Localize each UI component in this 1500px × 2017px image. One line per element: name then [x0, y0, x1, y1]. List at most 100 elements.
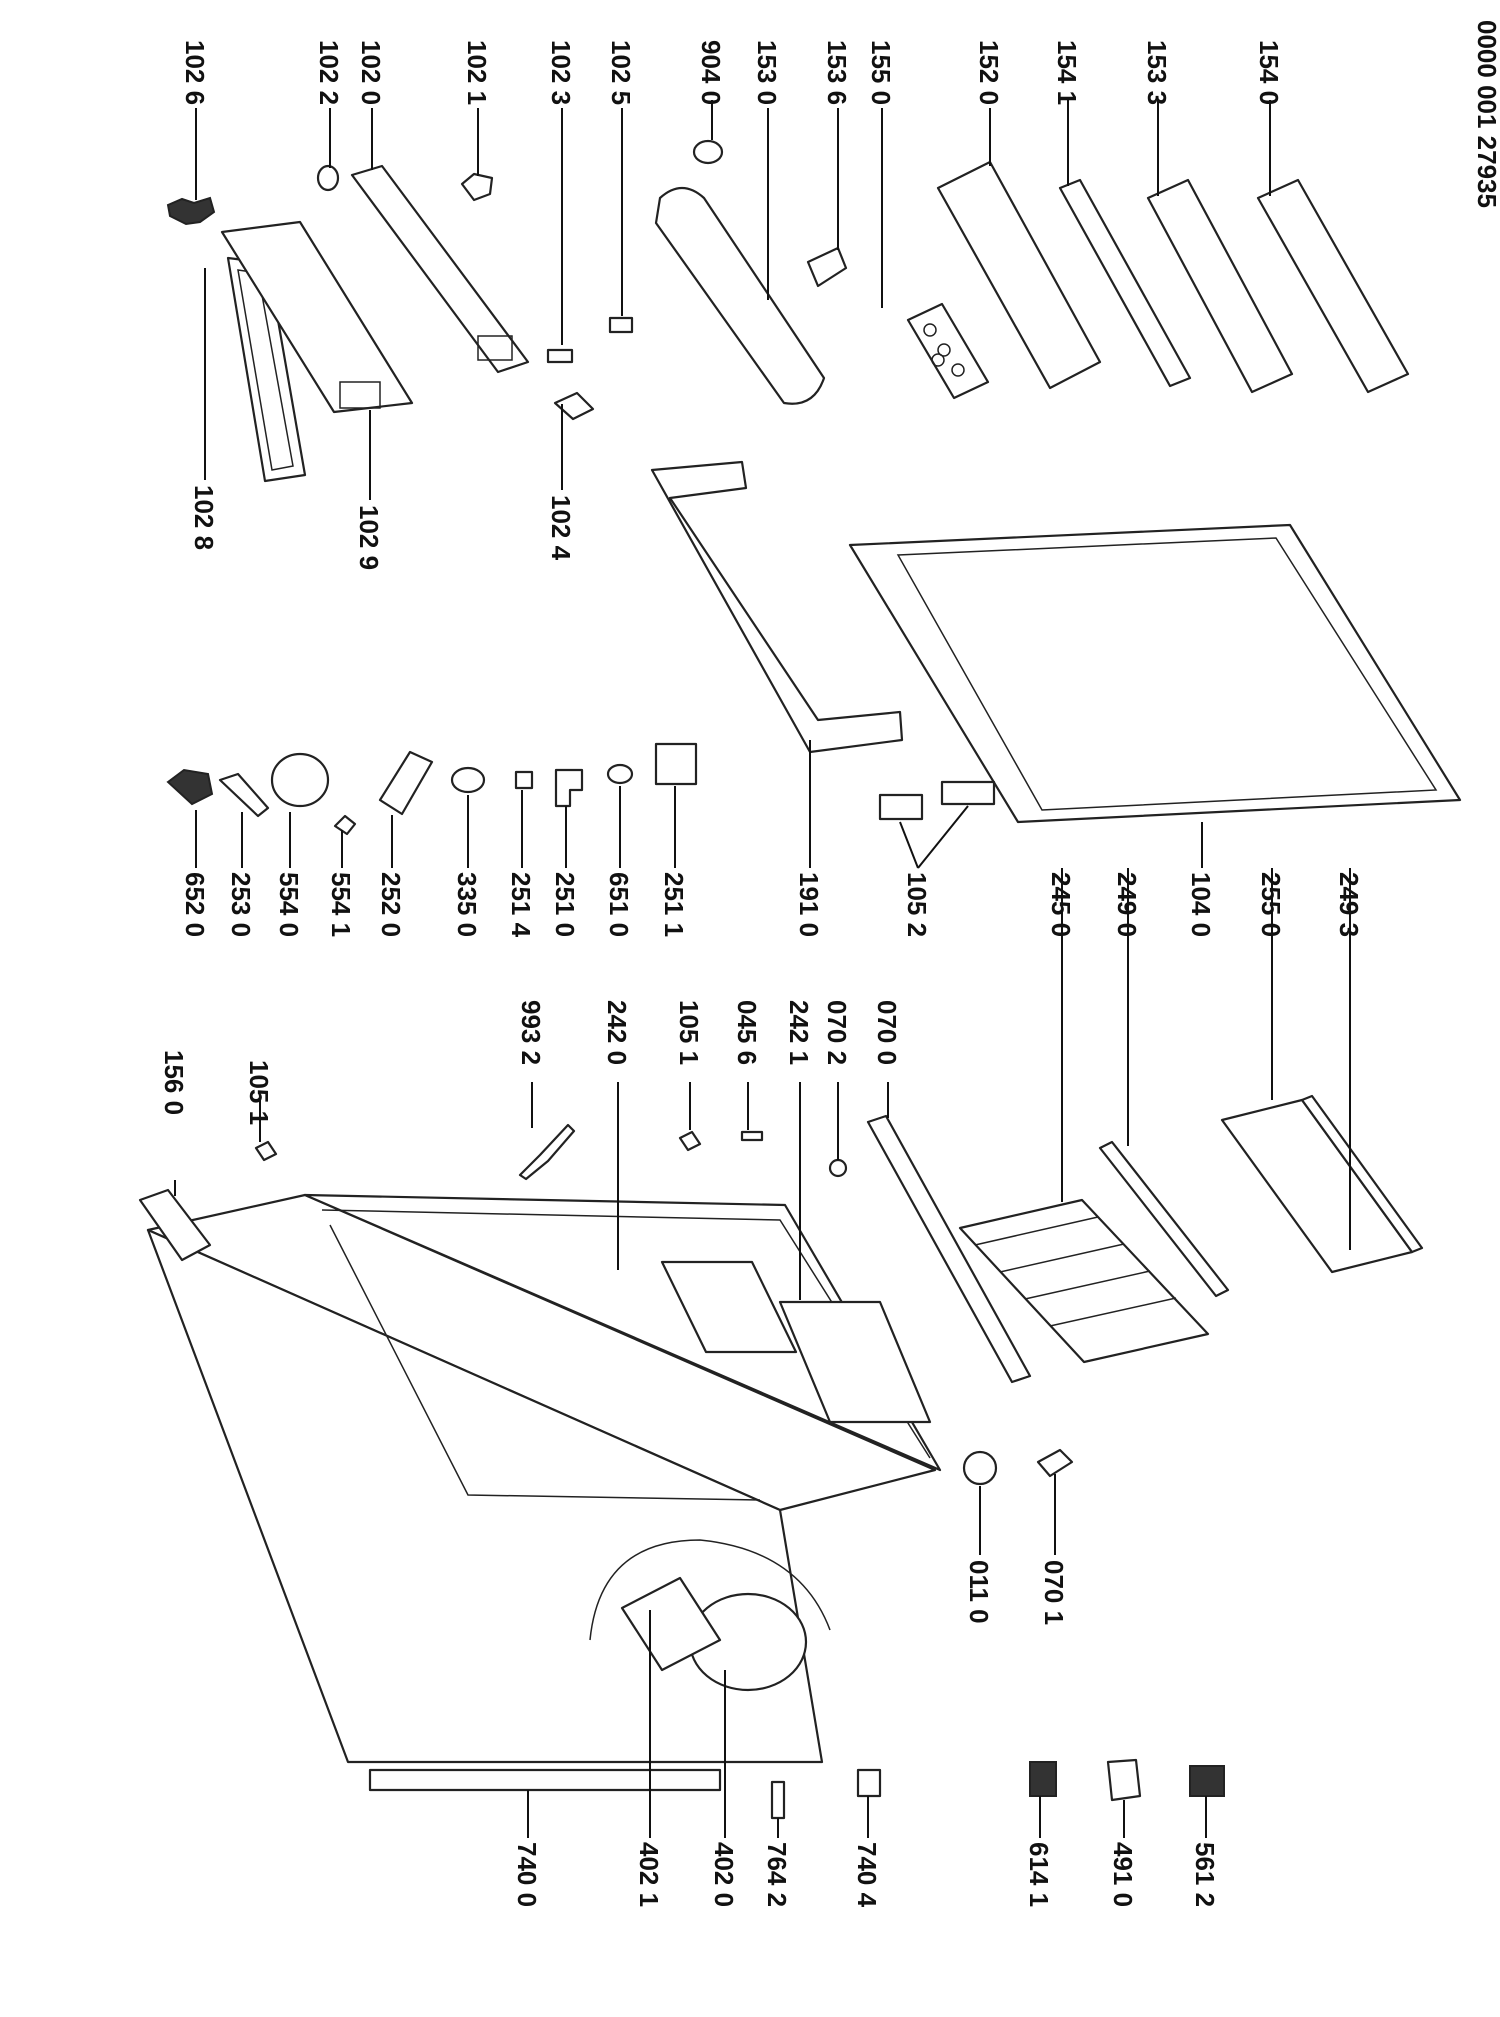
egg-tray-part: [906, 302, 990, 400]
condenser-part: [368, 1768, 722, 1792]
label-561-2: 561 2: [1190, 1842, 1220, 1907]
label-102-1: 102 1: [462, 40, 492, 105]
label-191-0: 191 0: [794, 872, 824, 937]
part-102-5-icon: [608, 316, 634, 334]
label-102-4: 102 4: [546, 495, 576, 561]
part-554-1-icon: [333, 814, 357, 836]
shelf-rail-249-3: [1300, 1094, 1424, 1254]
label-154-0: 154 0: [1254, 40, 1284, 105]
label-491-0: 491 0: [1108, 1842, 1138, 1907]
label-740-0: 740 0: [512, 1842, 542, 1907]
leader-lines: [174, 100, 1351, 1838]
part-251-0-icon: [554, 768, 584, 808]
label-249-3: 249 3: [1334, 872, 1364, 937]
label-070-1: 070 1: [1039, 1560, 1069, 1625]
door-bin-152-0: [936, 160, 1102, 390]
part-102-3-icon: [546, 348, 574, 364]
door-bin-154-1: [1058, 178, 1192, 388]
part-561-2-icon: [1189, 1765, 1225, 1797]
label-105-1: 105 1: [244, 1060, 274, 1125]
shelf-rail-249-0: [1098, 1140, 1230, 1298]
label-740-4: 740 4: [852, 1842, 882, 1908]
label-070-2: 070 2: [822, 1000, 852, 1065]
label-152-0: 152 0: [974, 40, 1004, 105]
part-070-2-icon: [828, 1158, 848, 1178]
ice-tray-part: [138, 1188, 212, 1262]
part-252-0-icon: [378, 750, 434, 816]
door-shelf-part: [654, 186, 826, 405]
label-011-0: 011 0: [964, 1560, 994, 1624]
part-652-0-icon: [166, 768, 214, 806]
label-104-0: 104 0: [1186, 872, 1216, 937]
fridge-cabinet-part: [146, 1193, 942, 1764]
label-554-1: 554 1: [326, 872, 356, 937]
door-bin-153-3: [1146, 178, 1294, 394]
label-651-0: 651 0: [604, 872, 634, 937]
part-993-2-icon: [518, 1123, 576, 1181]
label-045-6: 045 6: [732, 1000, 762, 1065]
part-253-0-icon: [218, 772, 270, 818]
part-251-4-icon: [514, 770, 534, 790]
label-105-1b: 105 1: [674, 1000, 704, 1065]
label-105-2: 105 2: [902, 872, 932, 937]
label-251-1: 251 1: [659, 872, 689, 937]
label-153-0: 153 0: [752, 40, 782, 105]
label-335-0: 335 0: [452, 872, 482, 937]
freezer-door-part: [350, 164, 530, 374]
label-156-0: 156 0: [159, 1050, 189, 1115]
label-102-3: 102 3: [546, 40, 576, 105]
label-993-2: 993 2: [516, 1000, 546, 1065]
label-255-0: 255 0: [1256, 872, 1286, 937]
label-652-0: 652 0: [180, 872, 210, 937]
part-904-0-icon: [692, 139, 724, 165]
part-102-6-icon: [166, 196, 216, 226]
label-402-0: 402 0: [709, 1842, 739, 1907]
freezer-panel-part: [220, 220, 414, 414]
label-102-6: 102 6: [180, 40, 210, 105]
part-011-0-icon: [962, 1450, 998, 1486]
part-335-0-icon: [450, 766, 486, 794]
document-number: 0000 001 27935: [1472, 20, 1500, 208]
crisper-box-242-0: [660, 1260, 798, 1354]
part-554-0-icon: [270, 752, 330, 808]
part-102-1-icon: [460, 172, 494, 202]
part-740-4-icon: [856, 1768, 882, 1798]
label-764-2: 764 2: [762, 1842, 792, 1907]
label-102-2: 102 2: [314, 40, 344, 105]
label-251-4: 251 4: [506, 872, 536, 938]
label-102-9: 102 9: [354, 505, 384, 570]
part-614-1-icon: [1029, 1761, 1057, 1797]
label-614-1: 614 1: [1024, 1842, 1054, 1907]
part-764-2-icon: [770, 1780, 786, 1820]
door-bin-154-0: [1256, 178, 1410, 394]
label-102-8: 102 8: [189, 485, 219, 550]
part-651-0-icon: [606, 763, 634, 785]
compressor-part: [589, 1539, 831, 1692]
glass-shelf-part: [1220, 1098, 1414, 1274]
part-045-6-icon: [740, 1130, 764, 1142]
label-102-5: 102 5: [606, 40, 636, 105]
part-105-1-icon: [254, 1140, 278, 1162]
crisper-box-242-1: [778, 1300, 932, 1424]
label-242-1: 242 1: [784, 1000, 814, 1065]
door-frame-part: [650, 460, 904, 754]
label-251-0: 251 0: [550, 872, 580, 937]
label-252-0: 252 0: [376, 872, 406, 937]
part-153-6-icon: [806, 246, 848, 288]
label-102-0: 102 0: [356, 40, 386, 105]
part-105-1b-icon: [678, 1130, 702, 1152]
label-154-1: 154 1: [1052, 40, 1082, 105]
label-070-0: 070 0: [872, 1000, 902, 1065]
part-102-2-icon: [316, 164, 340, 192]
part-491-0-icon: [1106, 1758, 1142, 1802]
label-904-0: 904 0: [696, 40, 726, 105]
label-153-6: 153 6: [822, 40, 852, 105]
part-251-1-icon: [654, 742, 698, 786]
label-153-3: 153 3: [1142, 40, 1172, 105]
rail-070-0: [866, 1114, 1032, 1384]
main-door-part: [848, 523, 1462, 824]
label-249-0: 249 0: [1112, 872, 1142, 937]
label-245-0: 245 0: [1046, 872, 1076, 937]
label-402-1: 402 1: [634, 1842, 664, 1907]
